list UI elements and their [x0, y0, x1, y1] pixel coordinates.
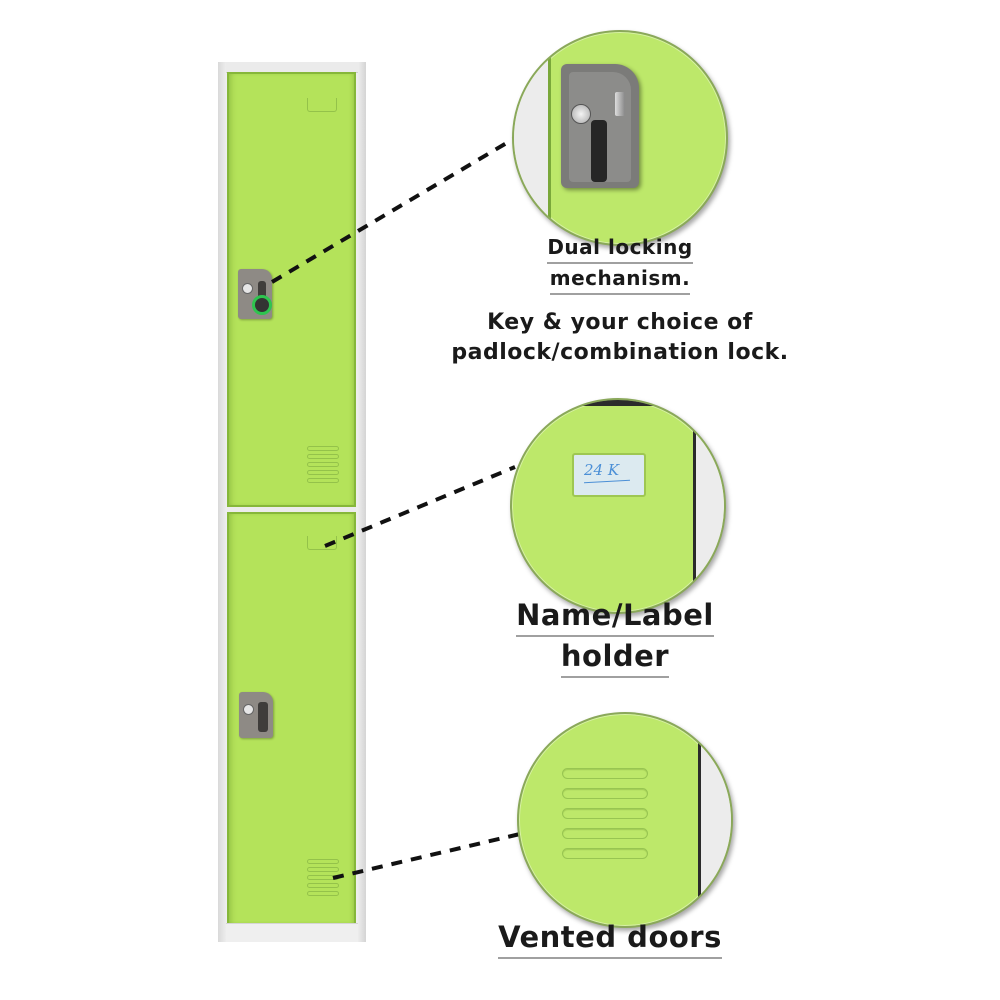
lower-label-holder [307, 536, 337, 550]
callout-lock-closeup [512, 30, 728, 246]
frame-strip [696, 400, 724, 612]
locker-cabinet [218, 62, 366, 942]
caption-line: Name/Label [516, 596, 714, 637]
label-card-icon: 24 K [572, 453, 646, 497]
padlock-latch [615, 92, 625, 116]
lower-door-vents [307, 859, 339, 899]
caption-line: Dual locking [547, 233, 693, 264]
callout-vents-closeup [517, 712, 733, 928]
keyhole-icon [242, 283, 253, 294]
label-card-underline [584, 479, 630, 484]
door-edge [548, 32, 551, 244]
caption-line: holder [560, 637, 670, 678]
lower-locker-door [227, 512, 356, 925]
vent-slots-icon [562, 768, 648, 868]
caption-label-holder: Name/Label holder [480, 596, 750, 678]
cabinet-middle-rail [227, 507, 356, 512]
key-cylinder-icon [571, 104, 591, 124]
caption-vented-doors: Vented doors [460, 918, 760, 959]
caption-lock-choice: Key & your choice of padlock/combination… [410, 308, 830, 368]
lock-lever [591, 120, 607, 182]
frame-strip [514, 32, 548, 244]
cabinet-base [226, 923, 358, 942]
caption-line: padlock/combination lock. [451, 340, 789, 365]
upper-locker-door [227, 72, 356, 507]
caption-line: mechanism. [549, 264, 691, 295]
lower-door-lock [239, 692, 273, 738]
keyhole-icon [243, 704, 254, 715]
caption-dual-locking: Dual locking mechanism. [500, 233, 740, 295]
lock-handle [258, 702, 268, 732]
door-edge [698, 714, 701, 926]
frame-strip [701, 714, 731, 926]
caption-line: Key & your choice of [487, 310, 753, 335]
caption-line: Vented doors [498, 918, 722, 959]
lock-handle [258, 281, 266, 307]
upper-door-vents [307, 446, 339, 486]
combination-padlock-icon [252, 295, 272, 315]
label-card-text: 24 K [584, 461, 620, 479]
upper-door-lock [238, 269, 272, 319]
callout-label-holder-closeup: 24 K [510, 398, 726, 614]
door-top-edge [512, 400, 724, 406]
door-edge [693, 400, 696, 612]
lock-closeup-icon [561, 64, 639, 188]
upper-label-holder [307, 98, 337, 112]
